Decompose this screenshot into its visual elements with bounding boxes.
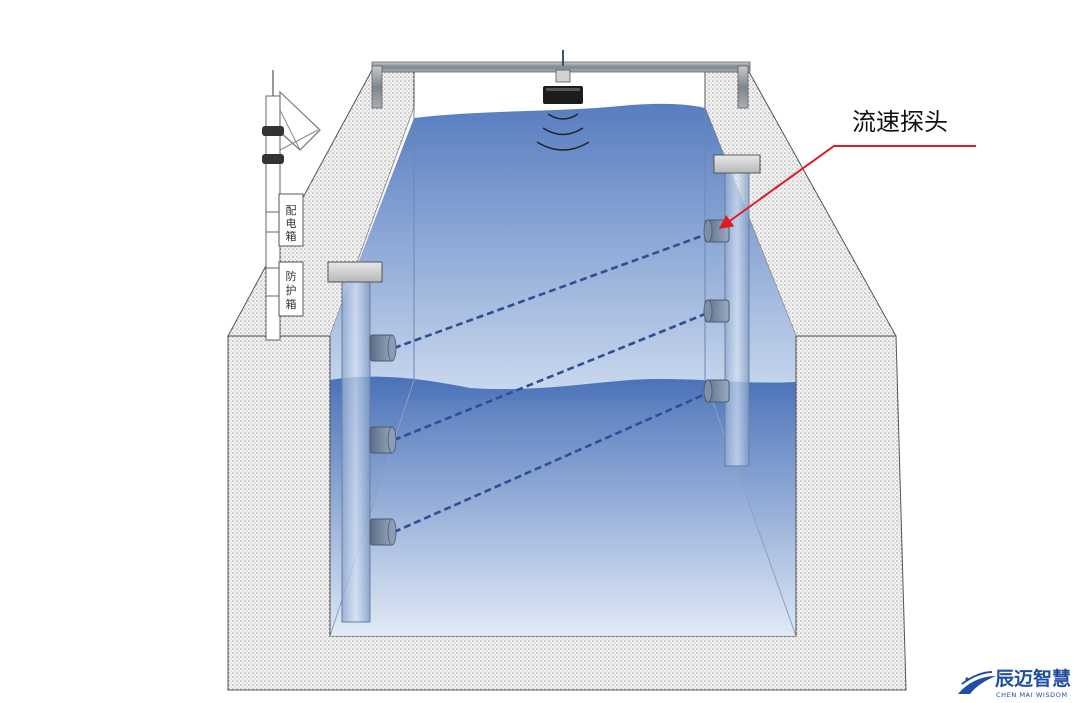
probe-callout: 流速探头 xyxy=(718,108,976,229)
flow-probe-icon xyxy=(703,299,730,323)
water-front xyxy=(330,376,796,636)
protect-box-char: 防 xyxy=(286,269,297,283)
power-box-char: 箱 xyxy=(286,229,297,243)
protect-box-char: 箱 xyxy=(286,297,297,311)
protect-box-char: 护 xyxy=(286,283,297,297)
left-mounting-pipe xyxy=(327,261,383,623)
logo-name: 辰迈智慧 xyxy=(995,667,1071,690)
company-logo: 辰迈智慧 CHEN MAI WISDOM xyxy=(958,667,1071,699)
logo-tagline: CHEN MAI WISDOM xyxy=(996,691,1068,699)
flow-probe-icon xyxy=(703,379,730,403)
power-distribution-box: 配 电 箱 xyxy=(278,193,304,247)
acoustic-paths xyxy=(393,231,711,534)
radar-sensor-icon xyxy=(536,50,590,151)
power-box-char: 配 xyxy=(286,204,297,217)
left-probes xyxy=(369,334,397,546)
flow-probe-icon xyxy=(369,334,397,362)
equipment-pole xyxy=(262,70,321,341)
probe-label: 流速探头 xyxy=(852,108,948,136)
water-surface-back xyxy=(330,103,796,401)
channel-interior xyxy=(329,103,797,637)
protection-box: 防 护 箱 xyxy=(278,261,304,317)
flow-probe-icon xyxy=(369,518,397,546)
flow-probe-icon xyxy=(369,426,397,454)
power-box-char: 电 xyxy=(286,217,297,230)
logo-swoosh-icon xyxy=(958,671,996,694)
